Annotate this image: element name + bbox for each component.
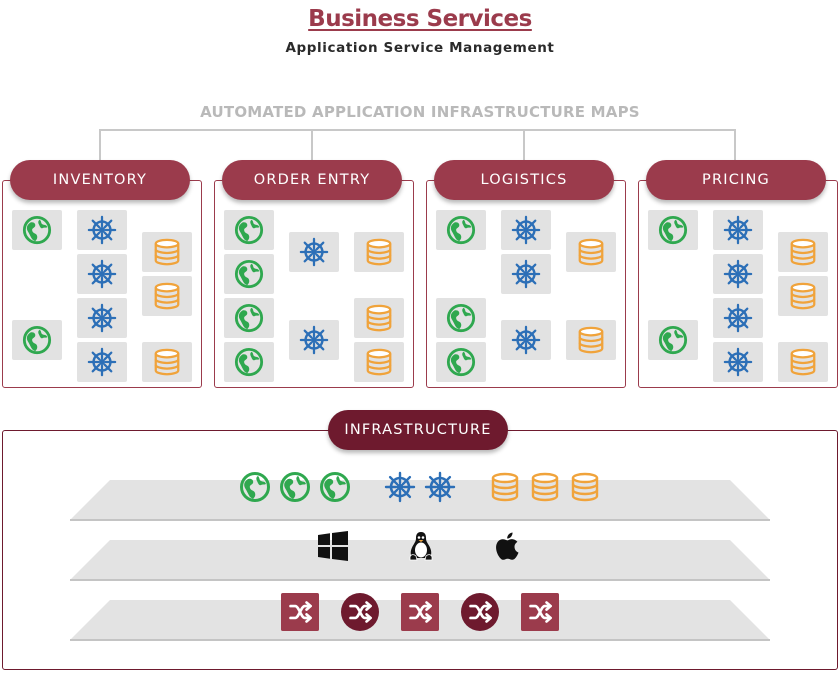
database-icon[interactable] <box>569 471 601 503</box>
helm-tile[interactable] <box>501 210 551 250</box>
database-icon <box>576 237 606 267</box>
globe-icon <box>446 347 476 377</box>
helm-icon <box>511 325 541 355</box>
globe-icon <box>234 347 264 377</box>
database-icon <box>788 237 818 267</box>
database-icon <box>788 347 818 377</box>
helm-icon <box>87 303 117 333</box>
globe-icon <box>22 215 52 245</box>
database-icon <box>576 325 606 355</box>
shuffle-circle-icon[interactable] <box>461 593 499 631</box>
globe-icon[interactable] <box>279 471 311 503</box>
helm-icon[interactable] <box>424 471 456 503</box>
database-tile[interactable] <box>778 232 828 272</box>
database-tile[interactable] <box>354 232 404 272</box>
helm-icon <box>723 347 753 377</box>
database-tile[interactable] <box>142 342 192 382</box>
helm-tile[interactable] <box>289 232 339 272</box>
page-title: Business Services <box>308 6 532 32</box>
globe-tile[interactable] <box>436 210 486 250</box>
helm-tile[interactable] <box>289 320 339 360</box>
helm-tile[interactable] <box>77 342 127 382</box>
database-icon <box>788 281 818 311</box>
windows-icon[interactable] <box>317 530 349 562</box>
globe-tile[interactable] <box>224 254 274 294</box>
database-icon <box>364 347 394 377</box>
database-tile[interactable] <box>778 342 828 382</box>
helm-tile[interactable] <box>713 342 763 382</box>
helm-icon <box>511 259 541 289</box>
maps-label: AUTOMATED APPLICATION INFRASTRUCTURE MAP… <box>200 103 640 121</box>
globe-tile[interactable] <box>224 298 274 338</box>
helm-tile[interactable] <box>77 254 127 294</box>
infrastructure-pill[interactable]: INFRASTRUCTURE <box>328 410 508 450</box>
helm-icon[interactable] <box>384 471 416 503</box>
globe-icon <box>446 215 476 245</box>
linux-icon[interactable] <box>405 530 437 562</box>
helm-icon <box>723 303 753 333</box>
globe-icon <box>234 215 264 245</box>
globe-icon <box>658 325 688 355</box>
helm-tile[interactable] <box>501 254 551 294</box>
service-pill-inventory[interactable]: INVENTORY <box>10 160 190 200</box>
globe-tile[interactable] <box>12 210 62 250</box>
helm-icon <box>87 259 117 289</box>
database-tile[interactable] <box>778 276 828 316</box>
database-icon[interactable] <box>489 471 521 503</box>
globe-tile[interactable] <box>224 342 274 382</box>
helm-tile[interactable] <box>501 320 551 360</box>
database-icon <box>152 347 182 377</box>
database-tile[interactable] <box>142 232 192 272</box>
service-pill-order-entry[interactable]: ORDER ENTRY <box>222 160 402 200</box>
helm-icon <box>723 259 753 289</box>
globe-icon <box>234 259 264 289</box>
database-tile[interactable] <box>566 320 616 360</box>
globe-tile[interactable] <box>224 210 274 250</box>
database-tile[interactable] <box>142 276 192 316</box>
helm-tile[interactable] <box>713 254 763 294</box>
globe-tile[interactable] <box>436 342 486 382</box>
globe-icon <box>658 215 688 245</box>
helm-tile[interactable] <box>713 210 763 250</box>
helm-tile[interactable] <box>77 210 127 250</box>
globe-icon[interactable] <box>239 471 271 503</box>
database-tile[interactable] <box>354 298 404 338</box>
helm-icon <box>87 215 117 245</box>
service-pill-pricing[interactable]: PRICING <box>646 160 826 200</box>
page-subtitle: Application Service Management <box>285 40 555 56</box>
globe-tile[interactable] <box>648 210 698 250</box>
shuffle-square-icon[interactable] <box>281 593 319 631</box>
service-pill-logistics[interactable]: LOGISTICS <box>434 160 614 200</box>
apple-icon[interactable] <box>492 530 524 562</box>
helm-tile[interactable] <box>713 298 763 338</box>
globe-icon <box>22 325 52 355</box>
globe-tile[interactable] <box>648 320 698 360</box>
helm-icon <box>723 215 753 245</box>
globe-tile[interactable] <box>436 298 486 338</box>
globe-tile[interactable] <box>12 320 62 360</box>
shuffle-circle-icon[interactable] <box>341 593 379 631</box>
helm-icon <box>299 325 329 355</box>
helm-icon <box>299 237 329 267</box>
database-icon[interactable] <box>529 471 561 503</box>
database-icon <box>152 237 182 267</box>
shuffle-square-icon[interactable] <box>521 593 559 631</box>
globe-icon <box>446 303 476 333</box>
helm-icon <box>87 347 117 377</box>
shuffle-square-icon[interactable] <box>401 593 439 631</box>
helm-icon <box>511 215 541 245</box>
globe-icon <box>234 303 264 333</box>
database-icon <box>364 303 394 333</box>
connector-lines <box>99 129 736 160</box>
globe-icon[interactable] <box>319 471 351 503</box>
helm-tile[interactable] <box>77 298 127 338</box>
database-tile[interactable] <box>566 232 616 272</box>
database-tile[interactable] <box>354 342 404 382</box>
database-icon <box>152 281 182 311</box>
database-icon <box>364 237 394 267</box>
